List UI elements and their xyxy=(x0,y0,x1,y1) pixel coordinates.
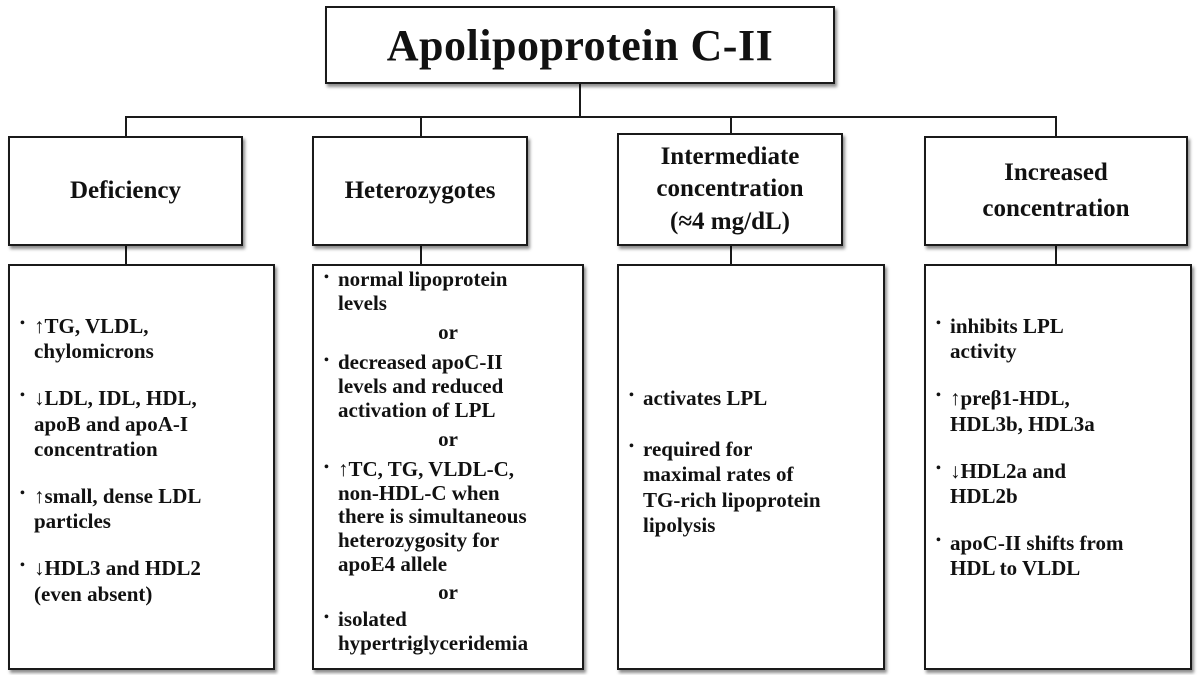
bullet-line: non-HDL-C when xyxy=(338,480,500,505)
bullet-dot: • xyxy=(20,316,25,331)
bullet-line: maximal rates of xyxy=(643,462,794,487)
bullet-dot: • xyxy=(324,270,329,285)
bullet-line: ↓LDL, IDL, HDL, xyxy=(34,386,197,411)
bullet-line: apoB and apoA-I xyxy=(34,411,189,436)
bullet-line: normal lipoprotein xyxy=(338,267,508,291)
content-box-deficiency: • ↑TG, VLDL, chylomicrons • ↓LDL, IDL, H… xyxy=(8,264,275,670)
bullet-line: HDL to VLDL xyxy=(950,556,1081,581)
bullet-line: ↑preβ1-HDL, xyxy=(950,386,1070,411)
bullet-line: isolated xyxy=(338,607,407,632)
heading-line: (≈4 mg/dL) xyxy=(670,207,790,235)
content-box-increased: • inhibits LPL activity • ↑preβ1-HDL, HD… xyxy=(924,264,1192,670)
or-separator: or xyxy=(438,579,458,604)
bullet-dot: • xyxy=(20,388,25,404)
bullet-line: apoC-II shifts from xyxy=(950,531,1124,556)
bullet-line: concentration xyxy=(34,436,158,461)
bullet-line: ↑small, dense LDL xyxy=(34,483,202,508)
content-box-heterozygotes: • normal lipoprotein levels or • decreas… xyxy=(312,264,584,670)
bullet-line: required for xyxy=(643,437,753,462)
heading-line: concentration xyxy=(982,195,1130,222)
bullet-item: • ↑TC, TG, VLDL-C, non-HDL-C when there … xyxy=(324,457,572,577)
bullet-line: chylomicrons xyxy=(34,339,154,364)
bullet-item: • apoC-II shifts from HDL to VLDL xyxy=(936,531,1180,581)
connector-col3-content xyxy=(730,246,732,264)
bullet-line: (even absent) xyxy=(34,581,153,606)
connector-col1-content xyxy=(125,246,127,264)
bullet-line: there is simultaneous xyxy=(338,504,527,529)
bullet-dot: • xyxy=(936,316,941,331)
bullet-line: ↓HDL3 and HDL2 xyxy=(34,556,201,581)
bullet-line: heterozygosity for xyxy=(338,528,500,553)
bullet-item: • decreased apoC-II levels and reduced a… xyxy=(324,350,572,422)
bullet-dot: • xyxy=(20,485,25,501)
bullet-item: • activates LPL xyxy=(629,386,873,411)
bullet-item: • required for maximal rates of TG-rich … xyxy=(629,437,873,538)
bullet-line: ↑TG, VLDL, xyxy=(34,314,149,338)
bullet-item: • inhibits LPL activity xyxy=(936,314,1180,364)
connector-title-down xyxy=(579,84,581,116)
bullet-line: hypertriglyceridemia xyxy=(338,631,529,656)
heading-line: Intermediate xyxy=(660,142,800,170)
heading-line: concentration xyxy=(656,175,804,203)
title-box: Apolipoprotein C-II xyxy=(325,6,835,84)
diagram-title: Apolipoprotein C-II xyxy=(386,20,774,70)
heading-box-intermediate: Intermediate concentration (≈4 mg/dL) xyxy=(617,133,843,246)
bullet-line: HDL3b, HDL3a xyxy=(950,411,1095,436)
heading-line: Increased xyxy=(1004,158,1108,186)
bullet-item: • ↓LDL, IDL, HDL, apoB and apoA-I concen… xyxy=(20,386,263,462)
bullet-item: • normal lipoprotein levels xyxy=(324,267,572,315)
bullet-dot: • xyxy=(629,439,634,455)
bullet-line: ↓HDL2a and xyxy=(950,458,1067,483)
bullet-line: HDL2b xyxy=(950,483,1018,508)
bullet-line: decreased apoC-II xyxy=(338,350,503,375)
connector-col4-head xyxy=(1055,116,1057,136)
connector-col2-head xyxy=(420,116,422,136)
bullet-dot: • xyxy=(936,388,941,404)
heading-line: Deficiency xyxy=(69,176,182,204)
bullet-line: levels xyxy=(338,290,387,315)
bullet-item: • ↓HDL2a and HDL2b xyxy=(936,459,1180,509)
bullet-dot: • xyxy=(936,533,941,549)
connector-col1-head xyxy=(125,116,127,136)
connector-col2-content xyxy=(420,246,422,264)
connector-horizontal xyxy=(125,116,1057,118)
bullet-line: ↑TC, TG, VLDL-C, xyxy=(338,457,515,482)
bullet-dot: • xyxy=(936,460,941,476)
bullet-line: levels and reduced xyxy=(338,373,504,398)
connector-col3-head xyxy=(730,116,732,136)
bullet-line: TG-rich lipoprotein xyxy=(643,487,821,512)
bullet-item: • ↓HDL3 and HDL2 (even absent) xyxy=(20,556,263,606)
bullet-line: inhibits LPL xyxy=(950,314,1064,338)
bullet-dot: • xyxy=(324,460,329,476)
bullet-line: activates LPL xyxy=(643,386,768,410)
or-separator: or xyxy=(438,427,458,452)
heading-box-deficiency: Deficiency xyxy=(8,136,243,246)
heading-line: Heterozygotes xyxy=(344,176,496,204)
bullet-line: particles xyxy=(34,509,111,534)
bullet-dot: • xyxy=(324,610,329,626)
bullet-item: • ↑TG, VLDL, chylomicrons xyxy=(20,314,263,364)
heading-box-increased: Increased concentration xyxy=(924,136,1188,246)
bullet-line: lipolysis xyxy=(643,512,716,537)
bullet-dot: • xyxy=(629,388,634,403)
connector-col4-content xyxy=(1055,246,1057,264)
bullet-item: • isolated hypertriglyceridemia xyxy=(324,608,572,655)
bullet-dot: • xyxy=(324,353,329,369)
bullet-line: apoE4 allele xyxy=(338,551,448,576)
bullet-line: activation of LPL xyxy=(338,397,496,422)
bullet-item: • ↑small, dense LDL particles xyxy=(20,484,263,534)
heading-box-heterozygotes: Heterozygotes xyxy=(312,136,528,246)
content-box-intermediate: • activates LPL • required for maximal r… xyxy=(617,264,885,670)
or-separator: or xyxy=(438,320,458,345)
bullet-line: activity xyxy=(950,339,1017,364)
bullet-dot: • xyxy=(20,558,25,574)
bullet-item: • ↑preβ1-HDL, HDL3b, HDL3a xyxy=(936,386,1180,436)
